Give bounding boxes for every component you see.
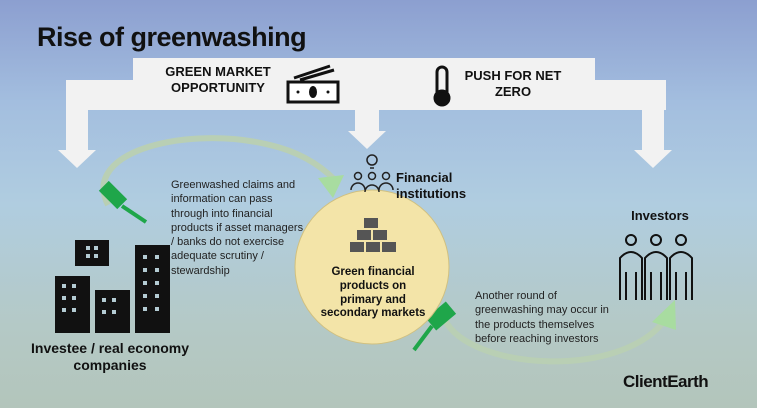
money-icon bbox=[286, 64, 340, 104]
arrow-right-head bbox=[634, 150, 672, 168]
thermometer-icon bbox=[433, 65, 451, 107]
driver-banner-arrows bbox=[58, 58, 672, 168]
products-circle bbox=[294, 189, 450, 345]
products-label: Green financial products on primary and … bbox=[320, 266, 426, 320]
curved-arrow-2-head bbox=[652, 300, 676, 330]
driver-net-zero: PUSH FOR NET ZERO bbox=[464, 68, 562, 99]
investee-label: Investee / real economy companies bbox=[31, 340, 189, 373]
curved-arrow-1-head bbox=[318, 175, 344, 198]
financial-institutions-label: Financial institutions bbox=[396, 170, 467, 201]
arrow-middle-head bbox=[348, 131, 386, 149]
arrow-left-head bbox=[58, 150, 96, 168]
note-second-round: Another round of greenwashing may occur … bbox=[475, 290, 609, 345]
slide-title: Rise of greenwashing bbox=[37, 22, 307, 52]
financial-people-icon bbox=[350, 154, 394, 193]
arrow-left-stem bbox=[66, 80, 88, 152]
note-first-round: Greenwashed claims and information can p… bbox=[171, 179, 304, 277]
driver-green-market: GREEN MARKET OPPORTUNITY bbox=[165, 64, 271, 95]
investors-icon bbox=[619, 234, 693, 300]
curved-arrow-1 bbox=[100, 135, 338, 207]
paintbrush-icon-2 bbox=[412, 301, 457, 352]
paintbrush-icon-1 bbox=[98, 180, 148, 224]
investors-label: Investors bbox=[631, 208, 689, 223]
gold-bars-icon bbox=[350, 218, 396, 252]
curved-arrow-2 bbox=[442, 318, 668, 365]
clientearth-logo: ClientEarth bbox=[623, 372, 709, 391]
